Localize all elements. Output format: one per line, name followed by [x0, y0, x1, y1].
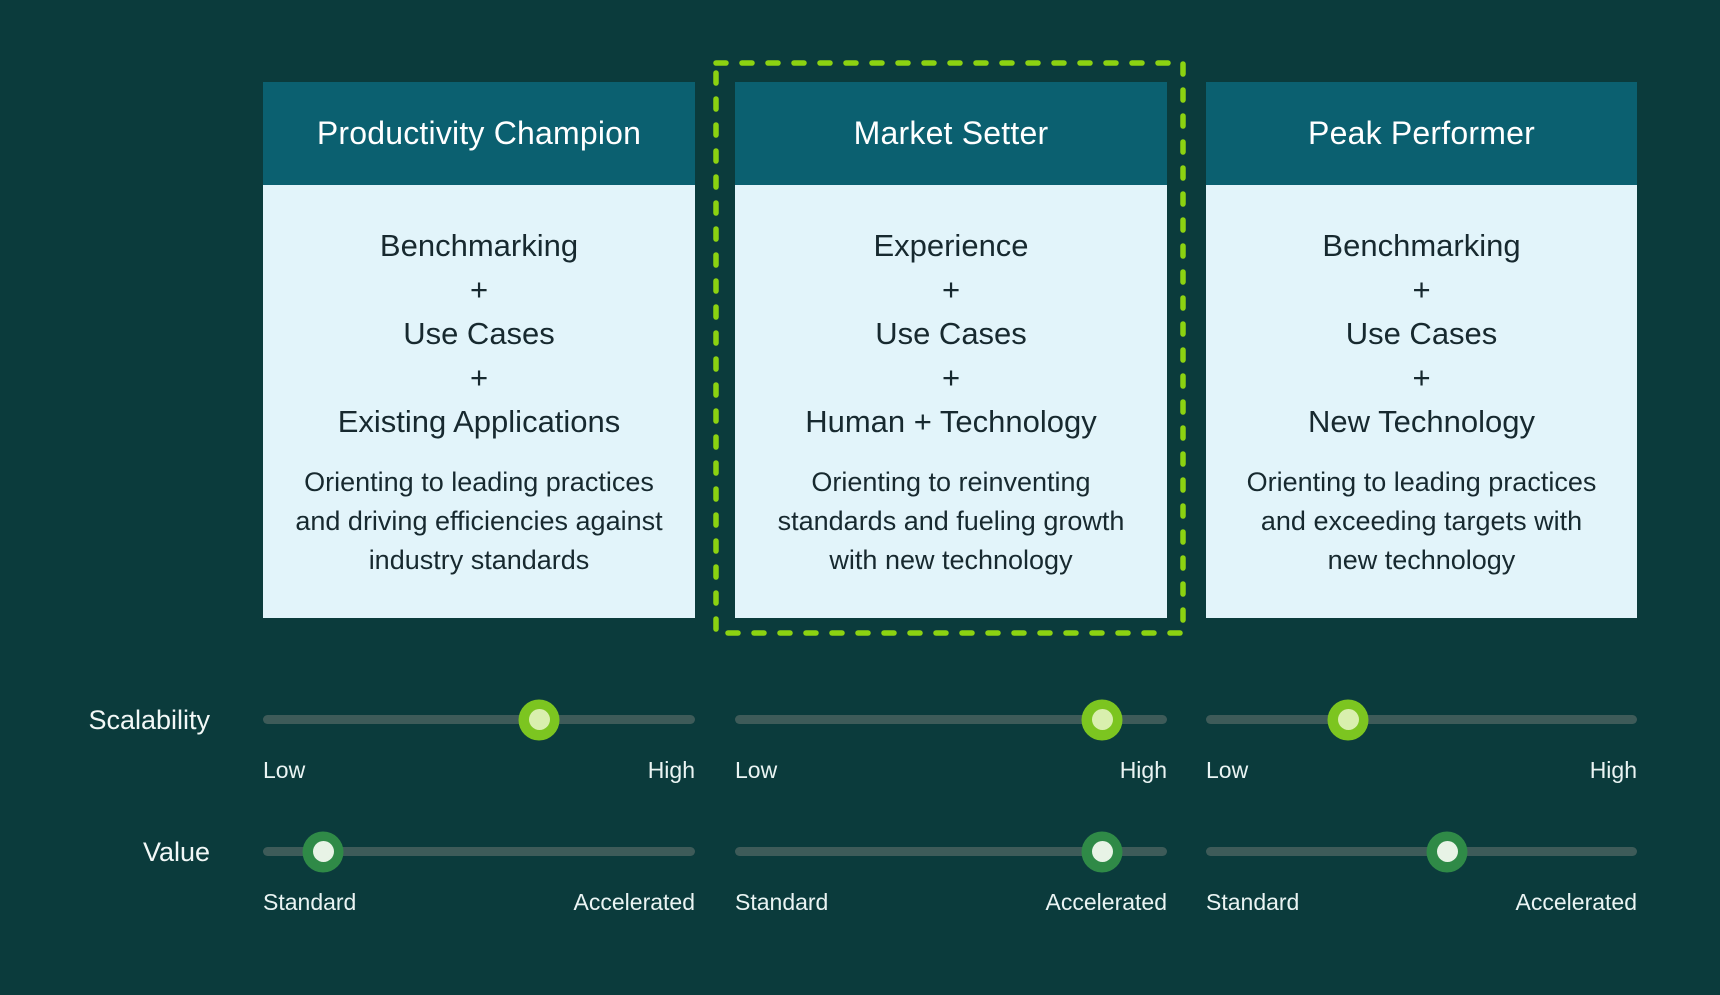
card-body: Experience + Use Cases + Human + Technol…	[735, 185, 1167, 618]
card-formula: Benchmarking + Use Cases + Existing Appl…	[337, 228, 621, 439]
scalability-endpoint-labels: Low High	[1206, 757, 1637, 783]
scalability-endpoint-labels: Low High	[735, 757, 1167, 783]
value-slider-peak-performer[interactable]	[1206, 831, 1637, 872]
card-title: Productivity Champion	[316, 115, 642, 151]
knob-center-dot	[1436, 841, 1458, 862]
slider-min-label: Low	[263, 757, 306, 783]
card-header: Market Setter	[735, 82, 1167, 185]
scalability-slider-market-setter[interactable]	[735, 699, 1167, 740]
scalability-slider-productivity-champion[interactable]	[263, 699, 695, 740]
knob-center-dot	[1091, 709, 1113, 730]
value-slider-knob[interactable]	[1426, 831, 1468, 872]
slider-max-label: High	[1589, 757, 1637, 783]
value-slider-market-setter[interactable]	[735, 831, 1167, 872]
knob-center-dot	[1337, 709, 1359, 730]
slider-max-label: High	[647, 757, 695, 783]
knob-center-dot	[1091, 841, 1113, 862]
card-header: Productivity Champion	[263, 82, 695, 185]
scalability-slider-peak-performer[interactable]	[1206, 699, 1637, 740]
highlight-dashed-border	[713, 60, 1186, 636]
value-row-label: Value	[142, 837, 210, 867]
card-peak-performer: Peak Performer Benchmarking + Use Cases …	[1206, 82, 1637, 618]
card-formula: Benchmarking + Use Cases + New Technolog…	[1308, 228, 1535, 439]
value-slider-productivity-champion[interactable]	[263, 831, 695, 872]
card-description: Orienting to reinventing standards and f…	[777, 467, 1125, 575]
slider-max-label: Accelerated	[573, 889, 695, 915]
slider-min-label: Standard	[735, 889, 829, 915]
slider-min-label: Standard	[263, 889, 357, 915]
value-endpoint-labels: Standard Accelerated	[1206, 889, 1637, 915]
slider-min-label: Standard	[1206, 889, 1300, 915]
slider-max-label: Accelerated	[1515, 889, 1637, 915]
scalability-slider-knob[interactable]	[1081, 699, 1123, 740]
value-endpoint-labels: Standard Accelerated	[735, 889, 1167, 915]
card-formula: Experience + Use Cases + Human + Technol…	[805, 228, 1097, 439]
value-slider-knob[interactable]	[302, 831, 344, 872]
scalability-slider-knob[interactable]	[518, 699, 560, 740]
value-endpoint-labels: Standard Accelerated	[263, 889, 695, 915]
card-header: Peak Performer	[1206, 82, 1637, 185]
card-body: Benchmarking + Use Cases + Existing Appl…	[263, 185, 695, 618]
scalability-endpoint-labels: Low High	[263, 757, 695, 783]
card-title: Market Setter	[853, 115, 1049, 151]
scalability-row-label: Scalability	[88, 705, 210, 735]
slider-max-label: Accelerated	[1045, 889, 1167, 915]
knob-center-dot	[528, 709, 550, 730]
card-description: Orienting to leading practices and drivi…	[295, 467, 663, 575]
card-description: Orienting to leading practices and excee…	[1246, 467, 1597, 575]
card-title: Peak Performer	[1308, 115, 1535, 151]
card-productivity-champion: Productivity Champion Benchmarking + Use…	[263, 82, 695, 618]
slider-min-label: Low	[735, 757, 778, 783]
card-market-setter: Market Setter Experience + Use Cases + H…	[735, 82, 1167, 618]
card-body: Benchmarking + Use Cases + New Technolog…	[1206, 185, 1637, 618]
value-slider-knob[interactable]	[1081, 831, 1123, 872]
slider-min-label: Low	[1206, 757, 1249, 783]
scalability-slider-knob[interactable]	[1327, 699, 1369, 740]
slider-max-label: High	[1119, 757, 1167, 783]
knob-center-dot	[312, 841, 334, 862]
